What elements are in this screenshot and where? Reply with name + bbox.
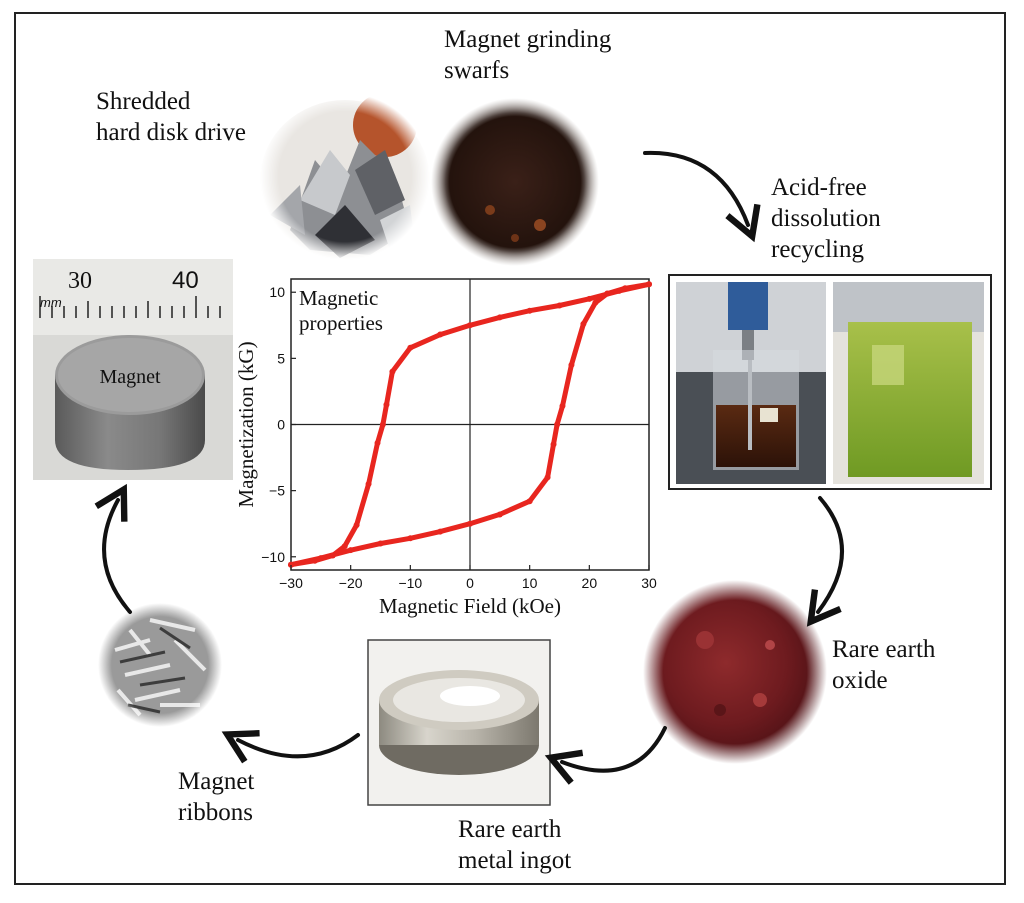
label-magnet-ribbons: Magnet ribbons xyxy=(178,768,255,826)
label-metal-ingot: Rare earth metal ingot xyxy=(458,816,572,874)
y-tick-label: −10 xyxy=(261,549,285,565)
metal-ingot-photo xyxy=(367,639,551,806)
data-point xyxy=(365,481,372,488)
grinding-swarfs-photo xyxy=(431,98,599,266)
data-point xyxy=(580,320,587,327)
data-point xyxy=(559,402,566,409)
y-tick-label: 5 xyxy=(277,350,285,366)
arrow-to-oxide xyxy=(806,496,844,627)
data-point xyxy=(383,401,390,408)
data-point xyxy=(496,511,503,518)
magnet-ribbons-photo xyxy=(98,603,222,727)
y-axis-ticks: −10 −5 0 5 10 xyxy=(261,284,296,565)
data-point xyxy=(526,498,533,505)
data-point xyxy=(526,307,533,314)
x-tick-label: 10 xyxy=(522,575,538,591)
data-point xyxy=(550,441,557,448)
ruler-ticks xyxy=(39,296,221,318)
rare-earth-oxide-photo xyxy=(643,580,827,764)
ruler-label-40: 40 xyxy=(172,267,199,294)
y-axis-label: Magnetization (kG) xyxy=(234,341,258,507)
data-point xyxy=(437,331,444,338)
data-point xyxy=(568,361,575,368)
x-axis-ticks: −30 −20 −10 0 10 20 30 xyxy=(279,565,657,591)
data-point xyxy=(646,281,652,288)
data-point xyxy=(329,552,336,559)
data-point xyxy=(407,344,414,351)
x-axis-label: Magnetic Field (kOe) xyxy=(379,594,561,618)
arrow-to-ribbons xyxy=(221,730,360,764)
arrow-to-magnet xyxy=(94,483,132,614)
y-tick-label: 10 xyxy=(269,284,285,300)
data-point xyxy=(592,299,599,306)
ruler-label-30: 30 xyxy=(68,268,92,294)
arrow-to-dissolution xyxy=(643,150,761,243)
process-arrows xyxy=(94,150,844,785)
data-point xyxy=(347,547,354,554)
data-point xyxy=(341,543,348,550)
data-point xyxy=(389,368,396,375)
data-point xyxy=(407,535,414,542)
label-shredded-hdd: Shredded hard disk drive xyxy=(96,88,246,146)
data-point xyxy=(437,528,444,535)
data-point xyxy=(374,440,381,447)
shredded-hdd-photo xyxy=(260,93,430,260)
data-point xyxy=(616,287,623,294)
data-point xyxy=(377,540,384,547)
data-point xyxy=(311,557,318,564)
arrow-to-ingot xyxy=(544,726,667,785)
figure-frame xyxy=(14,12,1006,885)
label-acid-free-dissolution: Acid-free dissolution recycling xyxy=(771,174,881,263)
data-point xyxy=(467,322,473,329)
data-point xyxy=(353,522,360,529)
data-point xyxy=(379,421,386,428)
x-tick-label: −10 xyxy=(398,575,422,591)
dissolution-photo xyxy=(668,274,992,490)
data-point xyxy=(544,474,551,481)
data-point xyxy=(496,314,503,321)
magnet-photo xyxy=(33,259,233,480)
data-point xyxy=(556,302,563,309)
y-tick-label: 0 xyxy=(277,417,285,433)
x-tick-label: 30 xyxy=(641,575,657,591)
label-rare-earth-oxide: Rare earth oxide xyxy=(832,636,936,694)
x-tick-label: −30 xyxy=(279,575,303,591)
magnet-label: Magnet xyxy=(99,366,161,388)
x-tick-label: 0 xyxy=(466,575,474,591)
data-point xyxy=(288,561,294,568)
ruler-label-mm: mm xyxy=(40,295,62,310)
data-point xyxy=(554,421,561,428)
x-tick-label: 20 xyxy=(582,575,598,591)
label-grinding-swarfs: Magnet grinding swarfs xyxy=(444,26,612,84)
data-point xyxy=(586,295,593,302)
x-tick-label: −20 xyxy=(339,575,363,591)
y-tick-label: −5 xyxy=(269,483,285,499)
data-series xyxy=(288,281,652,568)
data-point xyxy=(467,520,473,527)
